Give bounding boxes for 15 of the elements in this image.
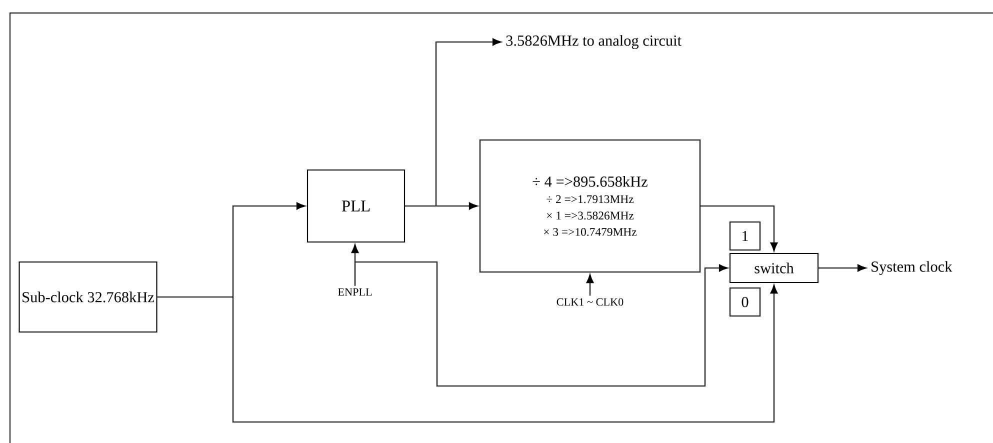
select-box: 1 bbox=[729, 221, 761, 251]
signal-label: ENPLL bbox=[338, 288, 372, 296]
arrow bbox=[157, 284, 778, 423]
arrow bbox=[586, 274, 594, 296]
signal-label: CLK1 ~ CLK0 bbox=[556, 298, 624, 306]
output-label: 3.5826MHz to analog circuit bbox=[506, 35, 682, 49]
arrow bbox=[405, 38, 502, 207]
arrow bbox=[354, 261, 728, 387]
pll-box: PLL bbox=[306, 169, 406, 243]
arrow bbox=[818, 264, 866, 272]
clock-source-box: Sub-clock 32.768kHz bbox=[18, 261, 158, 333]
arrow bbox=[700, 205, 778, 252]
select-box: 0 bbox=[729, 287, 761, 317]
switch-box: switch bbox=[729, 252, 819, 284]
output-label: System clock bbox=[872, 261, 952, 275]
